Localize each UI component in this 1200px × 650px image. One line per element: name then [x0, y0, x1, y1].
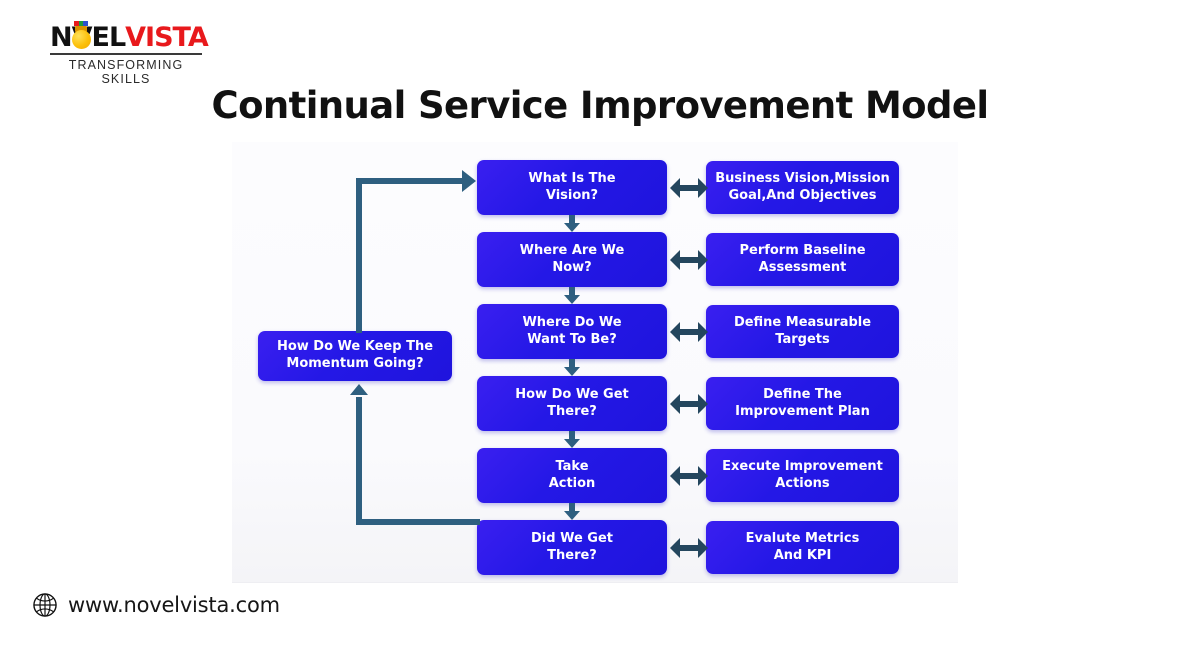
arrow-down-vision-now: [564, 223, 580, 232]
loop-upper-vertical: [356, 178, 362, 333]
arrowhead-right-icon: [698, 466, 708, 486]
connector-want-getthere: [569, 359, 575, 369]
arrow-shaft: [678, 545, 700, 551]
arrow-down-now-want: [564, 295, 580, 304]
brand-logo: N VEL VISTA TRANSFORMING SKILLS: [50, 20, 209, 86]
arrowhead-left-icon: [670, 466, 680, 486]
node-didweget[interactable]: Did We Get There?: [477, 520, 667, 575]
logo-letters-vista: VISTA: [125, 22, 209, 53]
arrow-shaft: [678, 473, 700, 479]
node-baseline[interactable]: Perform Baseline Assessment: [706, 233, 899, 286]
arrowhead-left-icon: [670, 250, 680, 270]
arrowhead-right-icon: [698, 322, 708, 342]
node-improvement-plan[interactable]: Define The Improvement Plan: [706, 377, 899, 430]
connector-vision-now: [569, 215, 575, 225]
globe-icon: [33, 593, 57, 617]
connector-now-want: [569, 287, 575, 297]
arrow-shaft: [678, 257, 700, 263]
loop-lower-vertical: [356, 397, 362, 525]
arrowhead-right-icon: [698, 250, 708, 270]
arrowhead-right-icon: [698, 394, 708, 414]
connector-action-didweget: [569, 503, 575, 513]
arrow-bidirectional-getthere: [670, 394, 708, 414]
page-title: Continual Service Improvement Model: [211, 84, 990, 127]
node-now[interactable]: Where Are We Now?: [477, 232, 667, 287]
arrow-bidirectional-didweget: [670, 538, 708, 558]
arrow-bidirectional-action: [670, 466, 708, 486]
node-execute[interactable]: Execute Improvement Actions: [706, 449, 899, 502]
node-getthere[interactable]: How Do We Get There?: [477, 376, 667, 431]
node-momentum[interactable]: How Do We Keep The Momentum Going?: [258, 331, 452, 381]
arrowhead-left-icon: [670, 178, 680, 198]
node-metrics[interactable]: Evalute Metrics And KPI: [706, 521, 899, 574]
logo-divider: [50, 53, 202, 55]
arrowhead-right-icon: [698, 178, 708, 198]
arrow-right-to-vision: [462, 170, 476, 192]
logo-bulb-cap: [75, 25, 88, 32]
website-url[interactable]: www.novelvista.com: [68, 593, 280, 617]
arrow-bidirectional-vision: [670, 178, 708, 198]
arrow-down-action-didweget: [564, 511, 580, 520]
node-targets[interactable]: Define Measurable Targets: [706, 305, 899, 358]
arrow-shaft: [678, 329, 700, 335]
node-action[interactable]: Take Action: [477, 448, 667, 503]
logo-pixels: [74, 20, 89, 26]
arrowhead-right-icon: [698, 538, 708, 558]
arrowhead-left-icon: [670, 322, 680, 342]
arrow-bidirectional-want: [670, 322, 708, 342]
logo-tagline: TRANSFORMING SKILLS: [68, 57, 184, 86]
loop-bottom-horizontal: [356, 519, 480, 525]
arrow-up-to-momentum: [350, 384, 368, 395]
arrow-shaft: [678, 401, 700, 407]
connector-getthere-action: [569, 431, 575, 441]
arrow-bidirectional-now: [670, 250, 708, 270]
arrow-down-want-getthere: [564, 367, 580, 376]
footer: www.novelvista.com: [32, 592, 280, 618]
logo-wordmark: N VEL VISTA: [50, 20, 209, 53]
arrow-down-getthere-action: [564, 439, 580, 448]
loop-top-horizontal: [356, 178, 464, 184]
node-vision[interactable]: What Is The Vision?: [477, 160, 667, 215]
node-business-vision[interactable]: Business Vision,Mission Goal,And Objecti…: [706, 161, 899, 214]
arrowhead-left-icon: [670, 394, 680, 414]
arrowhead-left-icon: [670, 538, 680, 558]
arrow-shaft: [678, 185, 700, 191]
node-want[interactable]: Where Do We Want To Be?: [477, 304, 667, 359]
logo-letter-n: N: [50, 22, 73, 53]
logo-bulb-ball: [71, 29, 91, 49]
